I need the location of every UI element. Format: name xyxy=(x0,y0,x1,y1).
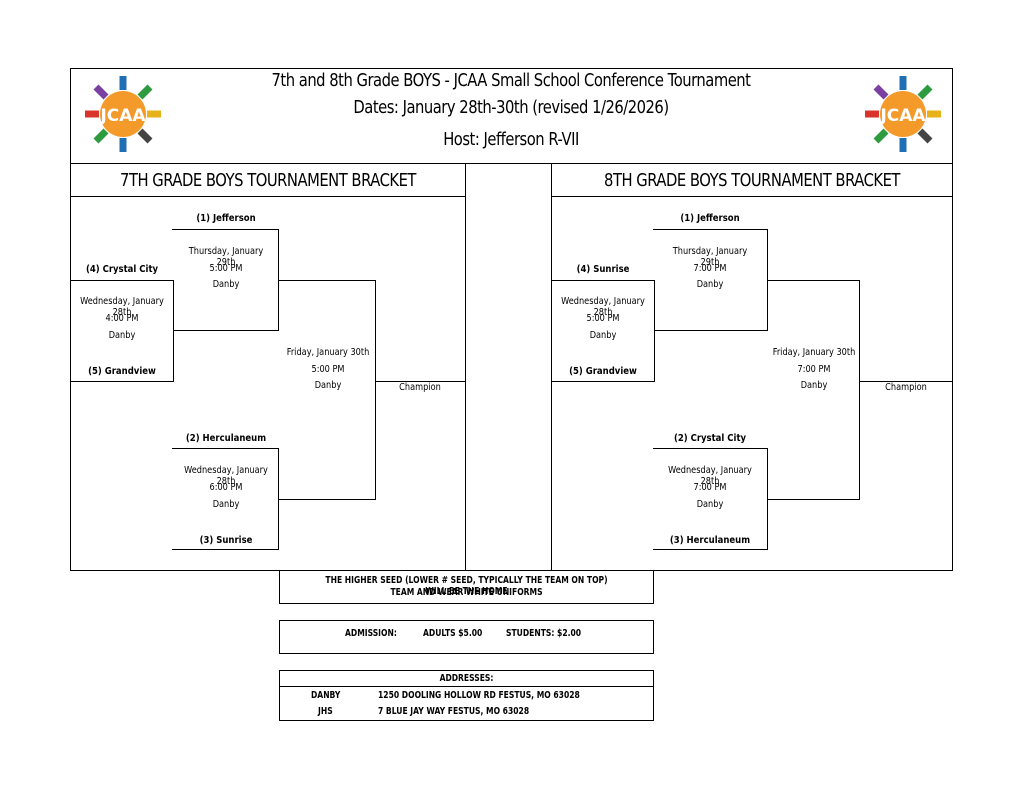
bracket-line xyxy=(375,280,376,500)
champion-label: Champion xyxy=(399,382,441,393)
game-2-site: Danby xyxy=(696,279,724,290)
game-2-day: Thursday, January 29th xyxy=(672,246,748,268)
bracket-line xyxy=(70,280,174,281)
bracket-line xyxy=(653,448,767,449)
game-1-day: Wednesday, January 28th xyxy=(80,296,164,318)
seed-2-team: (2) Crystal City xyxy=(673,433,747,444)
svg-text:JCAA: JCAA xyxy=(99,106,146,126)
seed-1-team: (1) Jefferson xyxy=(196,213,256,224)
bracket-line xyxy=(859,280,860,500)
admission-box xyxy=(279,620,654,654)
final-day: Friday, January 30th xyxy=(286,347,370,358)
svg-text:JCAA: JCAA xyxy=(879,106,926,126)
game-3-time: 7:00 PM xyxy=(693,482,727,493)
bracket-line xyxy=(278,280,376,281)
final-time: 7:00 PM xyxy=(797,364,831,375)
bracket-line xyxy=(654,330,767,331)
game-1-site: Danby xyxy=(108,330,136,341)
game-2-day: Thursday, January 29th xyxy=(188,246,264,268)
header-frame xyxy=(70,68,953,164)
seed-1-team: (1) Jefferson xyxy=(680,213,740,224)
page-right-edge-lower xyxy=(465,163,466,571)
tournament-dates: Dates: January 28th-30th (revised 1/26/2… xyxy=(353,97,669,118)
bracket-line xyxy=(653,229,767,230)
addresses-divider xyxy=(279,686,654,687)
game-1-site: Danby xyxy=(589,330,617,341)
bracket-line xyxy=(767,280,860,281)
bracket-8th-title: 8TH GRADE BOYS TOURNAMENT BRACKET xyxy=(604,170,900,191)
bracket-line xyxy=(172,448,278,449)
seed-5-team: (5) Grandview xyxy=(88,366,156,377)
address-site-danby: DANBY xyxy=(311,690,341,701)
final-site: Danby xyxy=(800,380,828,391)
game-2-time: 5:00 PM xyxy=(209,263,243,274)
bracket-line xyxy=(278,499,376,500)
final-time: 5:00 PM xyxy=(311,364,345,375)
seed-3-team: (3) Herculaneum xyxy=(669,535,751,546)
bracket-8th-title-divider xyxy=(551,196,953,197)
final-day: Friday, January 30th xyxy=(772,347,856,358)
home-team-note-line2: TEAM AND WEAR WHITE UNIFORMS xyxy=(390,587,543,598)
game-3-day: Wednesday, January 28th xyxy=(184,465,268,487)
seed-3-team: (3) Sunrise xyxy=(199,535,253,546)
admission-adults: ADULTS $5.00 xyxy=(423,628,483,639)
jcaa-logo-right: JCAA xyxy=(865,76,941,152)
game-2-site: Danby xyxy=(212,279,240,290)
bracket-line xyxy=(375,381,465,382)
home-team-note-line1: THE HIGHER SEED (LOWER # SEED, TYPICALLY… xyxy=(325,575,608,597)
tournament-host: Host: Jefferson R-VII xyxy=(443,129,579,150)
game-3-site: Danby xyxy=(696,499,724,510)
game-1-time: 4:00 PM xyxy=(105,313,139,324)
bracket-line xyxy=(70,381,174,382)
seed-2-team: (2) Herculaneum xyxy=(185,433,267,444)
addresses-label: ADDRESSES: xyxy=(439,673,494,684)
address-jhs: 7 BLUE JAY WAY FESTUS, MO 63028 xyxy=(378,706,530,717)
bracket-line xyxy=(767,499,860,500)
game-3-day: Wednesday, January 28th xyxy=(668,465,752,487)
bracket-line xyxy=(173,330,278,331)
address-danby: 1250 DOOLING HOLLOW RD FESTUS, MO 63028 xyxy=(378,690,580,701)
page-bottom-edge xyxy=(70,570,953,571)
page-title: 7th and 8th Grade BOYS - JCAA Small Scho… xyxy=(271,70,751,91)
seed-5-team: (5) Grandview xyxy=(569,366,637,377)
final-site: Danby xyxy=(314,380,342,391)
address-site-jhs: JHS xyxy=(318,706,333,717)
bracket-line xyxy=(172,229,278,230)
jcaa-logo-left: JCAA xyxy=(85,76,161,152)
admission-students: STUDENTS: $2.00 xyxy=(506,628,582,639)
bracket-line xyxy=(653,549,767,550)
seed-4-team: (4) Sunrise xyxy=(576,264,630,275)
bracket-line xyxy=(551,280,655,281)
game-3-time: 6:00 PM xyxy=(209,482,243,493)
game-1-day: Wednesday, January 28th xyxy=(561,296,645,318)
home-team-note-box xyxy=(279,570,654,604)
bracket-line xyxy=(172,549,278,550)
game-3-site: Danby xyxy=(212,499,240,510)
game-1-time: 5:00 PM xyxy=(586,313,620,324)
admission-label: ADMISSION: xyxy=(345,628,397,639)
game-2-time: 7:00 PM xyxy=(693,263,727,274)
bracket-line xyxy=(551,381,655,382)
bracket-7th-title: 7TH GRADE BOYS TOURNAMENT BRACKET xyxy=(120,170,416,191)
champion-label: Champion xyxy=(885,382,927,393)
bracket-7th-title-divider xyxy=(70,196,466,197)
seed-4-team: (4) Crystal City xyxy=(85,264,159,275)
bracket-line xyxy=(859,381,953,382)
addresses-box xyxy=(279,670,654,721)
bracket-8th-frame xyxy=(551,163,953,571)
